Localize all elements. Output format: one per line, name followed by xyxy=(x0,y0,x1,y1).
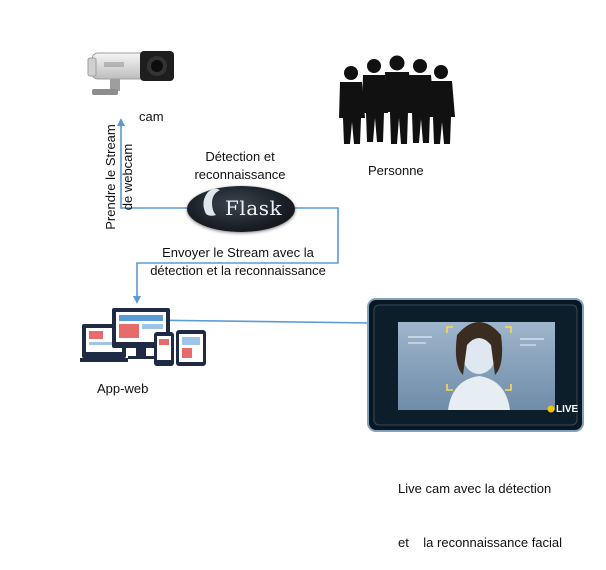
connector-flask-to-cam xyxy=(117,118,187,209)
connector-livecam-to-appweb xyxy=(137,316,373,325)
cam-label: cam xyxy=(139,109,164,124)
send-edge-label-line1: Envoyer le Stream avec la xyxy=(162,245,314,260)
diagram-canvas xyxy=(80,51,584,432)
send-edge-label: Envoyer le Stream avec la détection et l… xyxy=(138,244,338,280)
cctv-camera-icon xyxy=(87,51,174,95)
stream-edge-label-line1: Prendre le Stream xyxy=(103,124,118,230)
flask-caption-line2: reconnaissance xyxy=(194,167,286,182)
flask-logo-text: Flask xyxy=(225,196,283,220)
livecam-caption: Live cam avec la détection et la reconna… xyxy=(398,444,562,570)
people-group-icon xyxy=(339,55,455,144)
flask-caption: Détection et reconnaissance xyxy=(170,148,310,184)
stream-edge-label: Prendre le Stream de webcam xyxy=(102,117,142,237)
livecam-caption-line1: Live cam avec la détection xyxy=(398,481,552,496)
connector-flask-to-appweb xyxy=(133,207,339,304)
personne-label: Personne xyxy=(368,163,424,178)
stream-edge-label-line2: de webcam xyxy=(120,143,135,211)
devices-icon xyxy=(80,308,206,366)
appweb-label: App-web xyxy=(97,381,149,396)
livecam-caption-line2: et la reconnaissance facial xyxy=(398,535,563,550)
flask-caption-line1: Détection et xyxy=(205,149,275,164)
send-edge-label-line2: détection et la reconnaissance xyxy=(150,263,326,278)
face-scan-screen-icon xyxy=(367,298,584,432)
live-badge: LIVE xyxy=(556,404,579,415)
